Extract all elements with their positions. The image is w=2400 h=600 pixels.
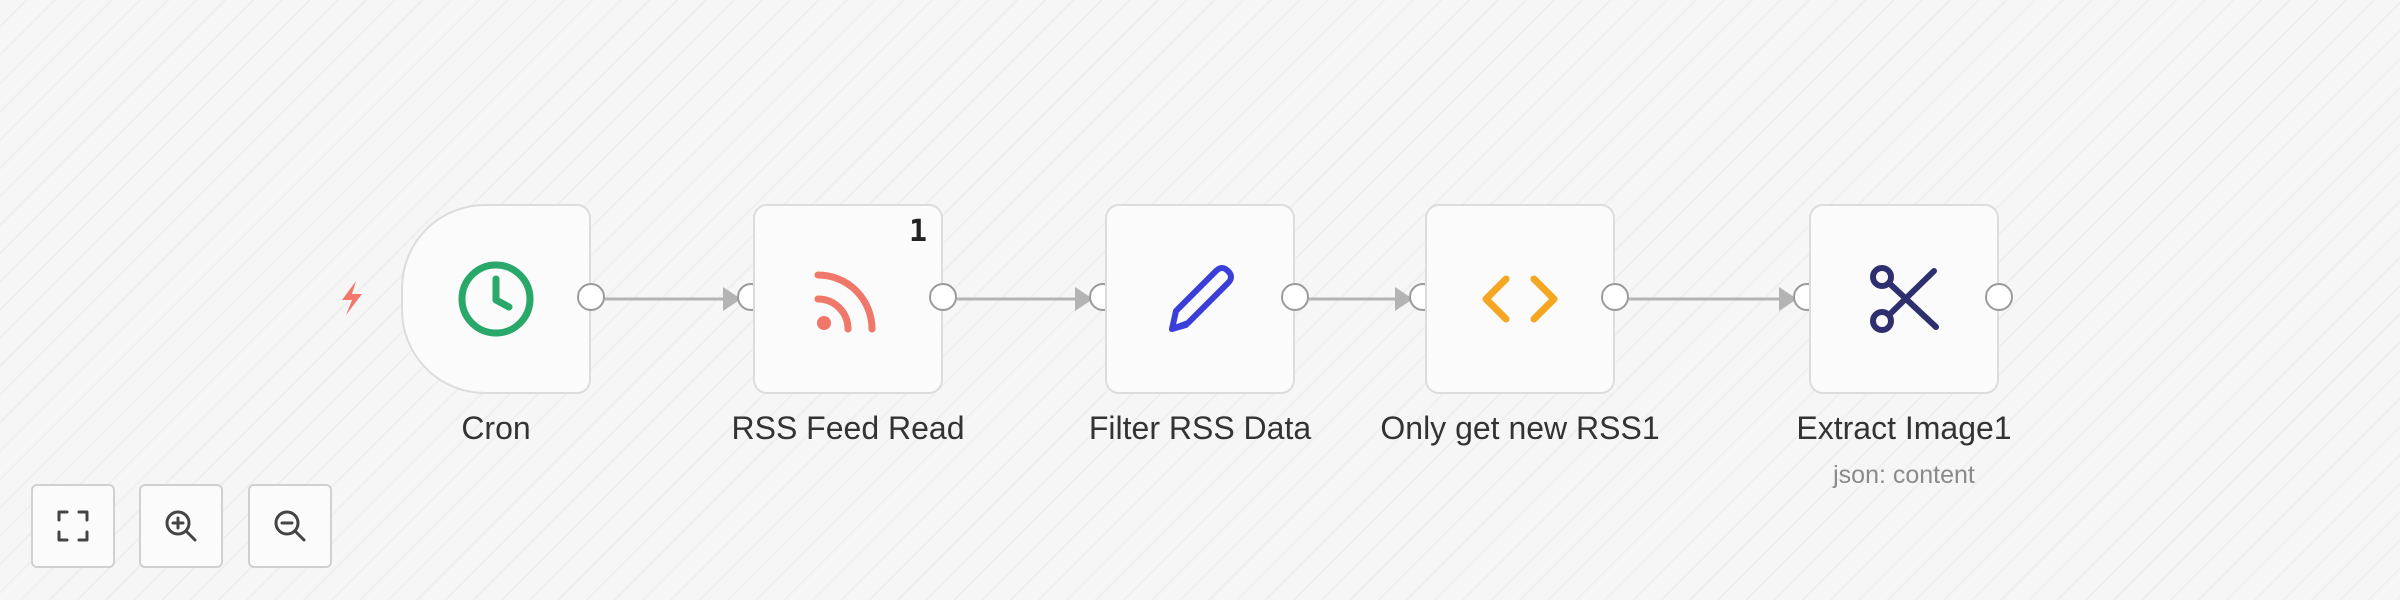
output-handle-rss-feed-read[interactable] bbox=[929, 283, 957, 311]
zoom-in-button[interactable] bbox=[139, 484, 223, 568]
execution-count-badge: 1 bbox=[908, 214, 927, 249]
node-label-extract-image1: Extract Image1 bbox=[1796, 410, 2012, 446]
zoom-out-icon bbox=[274, 510, 306, 542]
fit-view-button[interactable] bbox=[31, 484, 115, 568]
zoom-in-icon bbox=[165, 510, 197, 542]
node-label-rss-feed-read: RSS Feed Read bbox=[731, 410, 965, 446]
output-handle-only-get-new-rss1[interactable] bbox=[1601, 283, 1629, 311]
node-extract-image1[interactable] bbox=[1809, 204, 1999, 394]
node-label-only-get-new-rss1: Only get new RSS1 bbox=[1380, 410, 1660, 446]
node-filter-rss-data[interactable] bbox=[1105, 204, 1295, 394]
output-handle-filter-rss-data[interactable] bbox=[1281, 283, 1309, 311]
node-label-filter-rss-data: Filter RSS Data bbox=[1088, 410, 1312, 446]
node-sublabel-extract-image1: json: content bbox=[1833, 461, 1975, 489]
output-handle-extract-image1[interactable] bbox=[1985, 283, 2013, 311]
connection-filter-to-onlynew[interactable] bbox=[1309, 287, 1413, 311]
code-icon bbox=[1476, 255, 1564, 343]
connection-onlynew-to-extract[interactable] bbox=[1629, 287, 1797, 311]
connection-cron-to-rss[interactable] bbox=[605, 287, 741, 311]
bolt-icon bbox=[332, 278, 372, 318]
clock-icon bbox=[452, 255, 540, 343]
zoom-out-button[interactable] bbox=[248, 484, 332, 568]
node-only-get-new-rss1[interactable] bbox=[1425, 204, 1615, 394]
node-rss-feed-read[interactable]: 1 bbox=[753, 204, 943, 394]
fit-view-icon bbox=[57, 510, 89, 542]
node-label-cron: Cron bbox=[461, 410, 531, 446]
pencil-icon bbox=[1156, 255, 1244, 343]
rss-icon bbox=[804, 255, 892, 343]
connection-rss-to-filter[interactable] bbox=[957, 287, 1093, 311]
output-handle-cron[interactable] bbox=[577, 283, 605, 311]
scissors-icon bbox=[1860, 255, 1948, 343]
node-cron[interactable] bbox=[401, 204, 591, 394]
